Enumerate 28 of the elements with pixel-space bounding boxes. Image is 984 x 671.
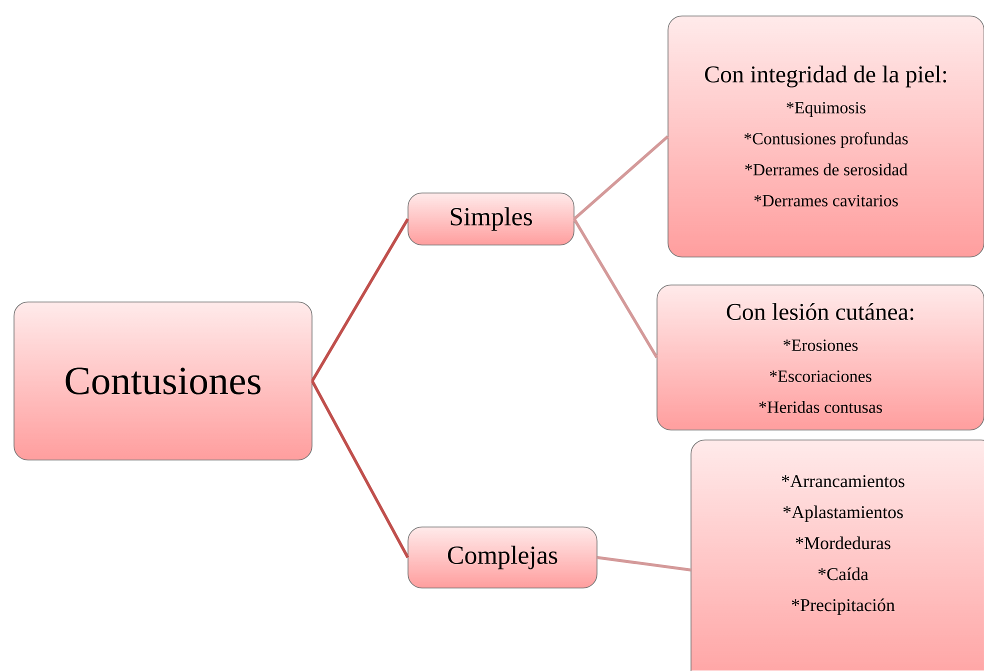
- topic-box: [14, 302, 312, 460]
- node-label: *Aplastamientos: [783, 506, 903, 522]
- node-label: *Derrames de serosidad: [745, 163, 908, 176]
- node-label: *Heridas contusas: [759, 400, 882, 413]
- topic-box: [668, 16, 984, 258]
- node-label: *Escoriaciones: [770, 370, 872, 382]
- node-label: *Caída: [818, 568, 868, 580]
- topic-box: [690, 440, 984, 671]
- node-label: Complejas: [448, 546, 558, 570]
- connector-line: [310, 218, 410, 382]
- node-label: *Contusiones profundas: [744, 132, 908, 148]
- node-label: *Equimosis: [786, 102, 866, 117]
- node-label: *Precipitación: [792, 598, 895, 615]
- topic-box: [408, 192, 574, 246]
- connector-line: [573, 135, 669, 220]
- node-label: *Erosiones: [784, 339, 858, 351]
- node-label: Simples: [450, 207, 532, 231]
- connector-line: [310, 380, 410, 558]
- connector-line: [597, 556, 691, 572]
- node-label: *Derrames cavitarios: [754, 194, 898, 206]
- node-label: Con lesión cutánea:: [726, 303, 914, 320]
- topic-box: [656, 284, 984, 430]
- node-label: *Mordeduras: [796, 536, 890, 550]
- topic-box: [408, 526, 598, 588]
- node-label: Con integridad de la piel:: [705, 66, 946, 88]
- node-label: *Arrancamientos: [782, 475, 904, 488]
- connector-line: [572, 218, 658, 358]
- node-label: Contusiones: [66, 368, 260, 394]
